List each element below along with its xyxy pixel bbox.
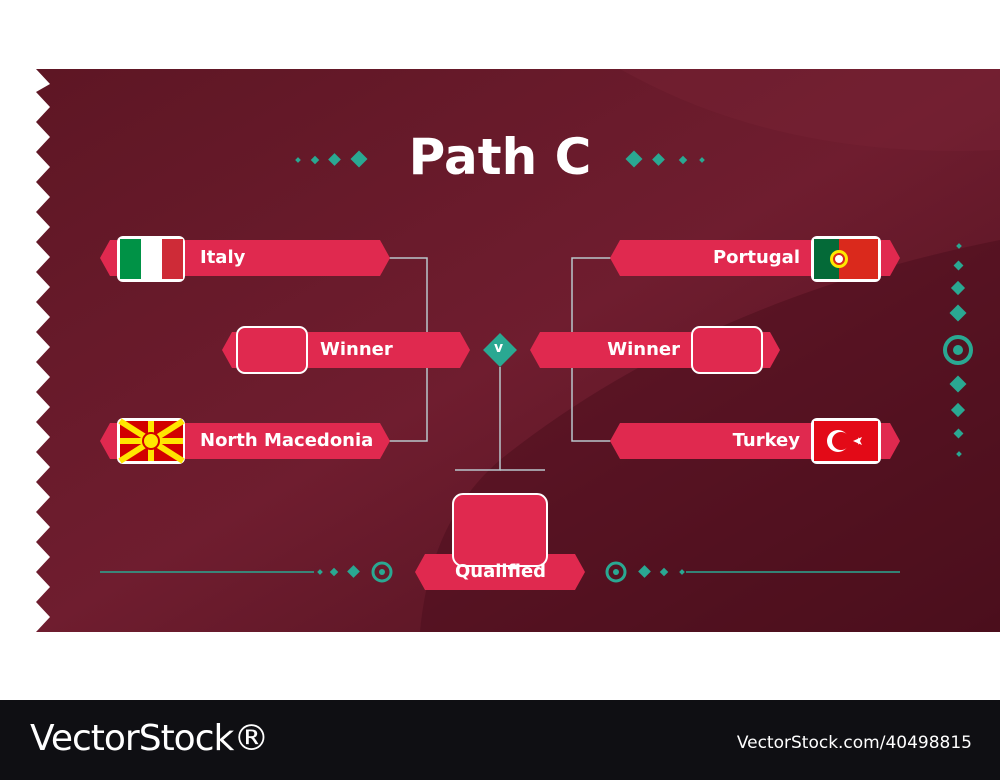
pill-left-winner — [222, 326, 470, 374]
title-decoration-left — [295, 150, 368, 168]
versus-diamond — [483, 333, 517, 367]
watermark-bar: VectorStock® VectorStock.com/40498815 — [0, 700, 1000, 780]
team-label-italy: Italy — [200, 247, 246, 268]
right-winner-label: Winner — [607, 339, 680, 360]
pill-qualified — [415, 493, 585, 590]
pill-north-macedonia — [100, 418, 390, 464]
qualified-label: Qualified — [455, 561, 547, 582]
team-label-north-macedonia: North Macedonia — [200, 430, 374, 451]
versus-label: v — [494, 340, 504, 356]
side-decoration — [943, 243, 973, 457]
page-title: Path C — [408, 128, 592, 186]
watermark-id: VectorStock.com/40498815 — [736, 733, 972, 753]
background-wave — [620, 69, 1000, 151]
team-label-portugal: Portugal — [712, 247, 800, 268]
team-label-turkey: Turkey — [732, 430, 800, 451]
pill-italy — [100, 236, 390, 282]
watermark-brand: VectorStock® — [30, 718, 269, 759]
pill-turkey — [610, 418, 900, 464]
pill-right-winner — [530, 326, 780, 374]
pill-portugal — [610, 236, 900, 282]
left-winner-label: Winner — [320, 339, 393, 360]
